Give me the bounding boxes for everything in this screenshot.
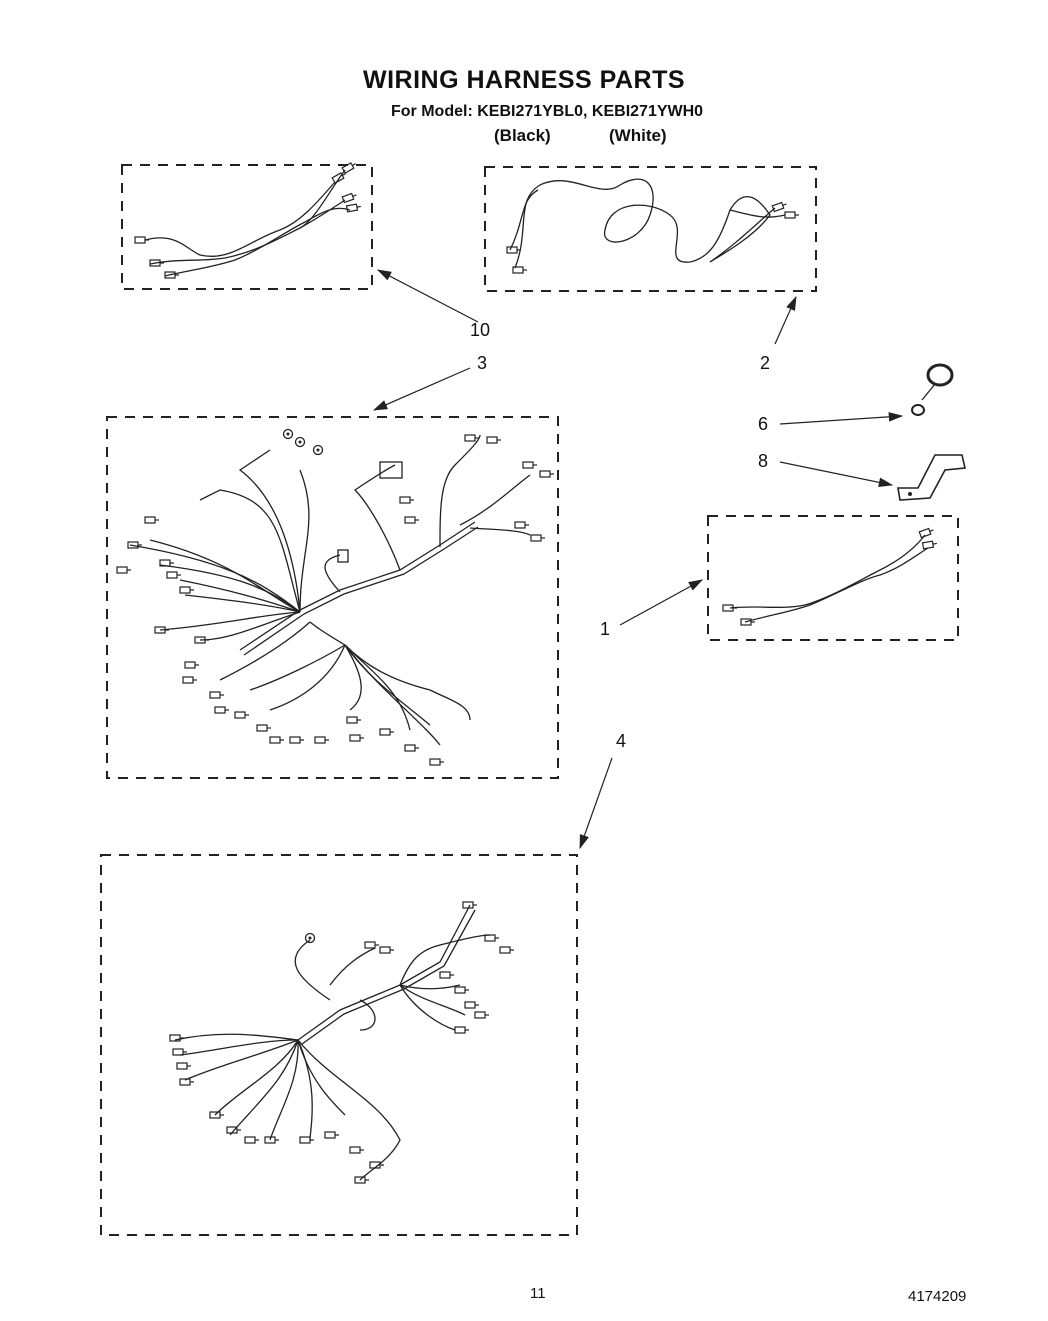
leader-2 — [774, 295, 797, 345]
leader-10 — [376, 269, 479, 323]
harness-part-4 — [100, 854, 578, 1236]
model-line: For Model: KEBI271YBL0, KEBI271YWH0 — [391, 103, 704, 120]
harness-part-3 — [106, 416, 559, 779]
callout-4: 4 — [616, 731, 627, 751]
document-number: 4174209 — [908, 1288, 967, 1305]
leader-1 — [619, 579, 704, 626]
leader-8 — [779, 461, 894, 488]
callout-1: 1 — [600, 619, 611, 639]
variant-white-label: (White) — [609, 126, 667, 145]
page-number: 11 — [530, 1285, 546, 1302]
ring-terminal-part-6 — [911, 363, 954, 416]
harness-part-10 — [121, 160, 373, 290]
callout-6: 6 — [758, 414, 769, 434]
leader-4 — [579, 757, 613, 850]
callout-3: 3 — [477, 353, 488, 373]
bracket-part-8 — [897, 454, 966, 501]
harness-part-1 — [707, 515, 959, 641]
callout-8: 8 — [758, 451, 769, 471]
callout-10: 10 — [470, 320, 491, 340]
leader-3 — [372, 367, 471, 411]
leader-6 — [779, 412, 904, 425]
page-title: WIRING HARNESS PARTS — [362, 66, 686, 94]
harness-part-2 — [484, 166, 817, 292]
variant-black-label: (Black) — [494, 126, 551, 145]
callout-2: 2 — [760, 353, 771, 373]
